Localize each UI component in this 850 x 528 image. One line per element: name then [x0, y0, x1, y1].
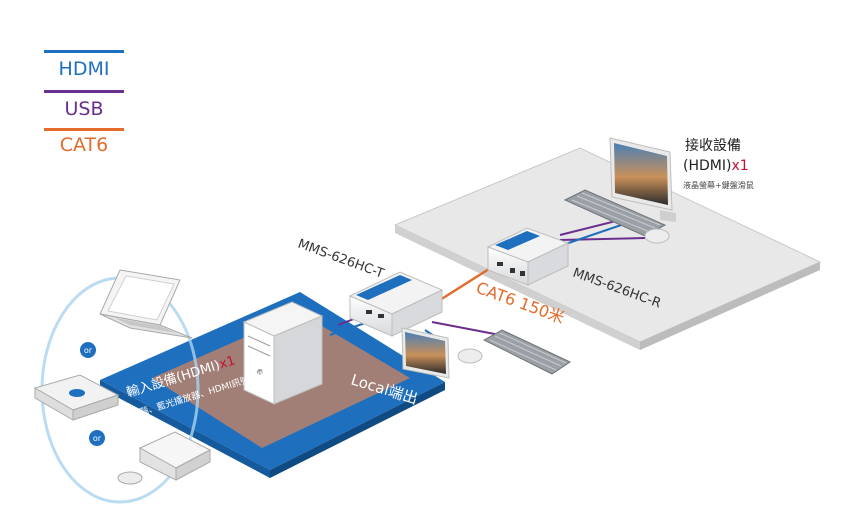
receiver-monitor	[609, 137, 676, 222]
legend-usb-line	[44, 90, 124, 93]
game-console	[117, 431, 212, 485]
receiving-device-count: x1	[731, 158, 748, 174]
transmitter-model-label: MMS-626HC-T	[296, 237, 386, 282]
or-badge-1: or	[80, 342, 96, 358]
receiver-mouse	[644, 228, 670, 244]
receiver-box	[486, 227, 570, 286]
receiving-device-hdmi-line: (HDMI)x1	[683, 158, 749, 174]
transmitter-box	[348, 271, 444, 337]
or-badge-2: or	[89, 430, 105, 446]
receiver-platform	[393, 147, 822, 343]
legend-hdmi-line	[44, 50, 124, 53]
local-keyboard	[482, 329, 572, 375]
receiving-device-hdmi: (HDMI)	[683, 158, 731, 174]
receiving-device-title: 接收設備	[685, 137, 741, 154]
receiver-keyboard	[563, 189, 667, 237]
local-monitor	[401, 327, 450, 379]
input-device-count: x1	[218, 353, 238, 372]
or-badge-1-text: or	[84, 346, 93, 355]
pc-tower	[242, 301, 324, 405]
legend-hdmi-label: HDMI	[58, 58, 110, 80]
legend-cat6-line	[44, 128, 124, 131]
laptop	[99, 269, 193, 339]
bluray-player	[33, 374, 120, 421]
local-mouse	[457, 348, 483, 364]
legend-cat6-label: CAT6	[59, 134, 109, 156]
receiving-device-subtitle: 液晶螢幕+鍵盤滑鼠	[683, 180, 754, 190]
legend-usb-label: USB	[64, 98, 104, 120]
or-badge-2-text: or	[93, 434, 102, 443]
